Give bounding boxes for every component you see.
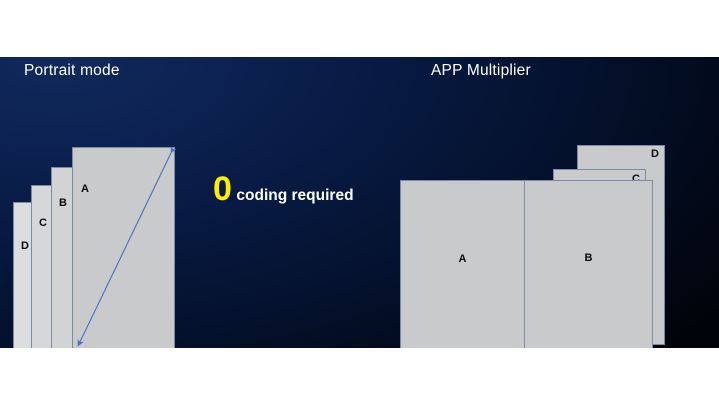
diagram-stage: Portrait mode D C B A 0 xyxy=(0,57,719,348)
callout-zero-number: 0 xyxy=(213,170,232,208)
right-card-a-label: A xyxy=(458,253,467,265)
right-card-a[interactable]: A xyxy=(400,180,525,348)
left-section-title: Portrait mode xyxy=(24,62,120,79)
left-card-a-label: A xyxy=(81,183,89,195)
right-card-b-label: B xyxy=(584,252,593,264)
right-card-c-label: C xyxy=(632,173,640,185)
left-card-c-label: C xyxy=(39,217,47,229)
zero-coding-callout: 0 coding required xyxy=(213,172,354,206)
left-card-d-label: D xyxy=(21,240,29,252)
left-card-a[interactable]: A xyxy=(72,147,175,348)
right-card-d-label: D xyxy=(651,148,659,160)
right-section-title: APP Multiplier xyxy=(431,62,531,79)
left-card-b-label: B xyxy=(59,197,67,209)
right-card-b[interactable]: B xyxy=(524,180,653,348)
callout-text: coding required xyxy=(236,187,354,204)
